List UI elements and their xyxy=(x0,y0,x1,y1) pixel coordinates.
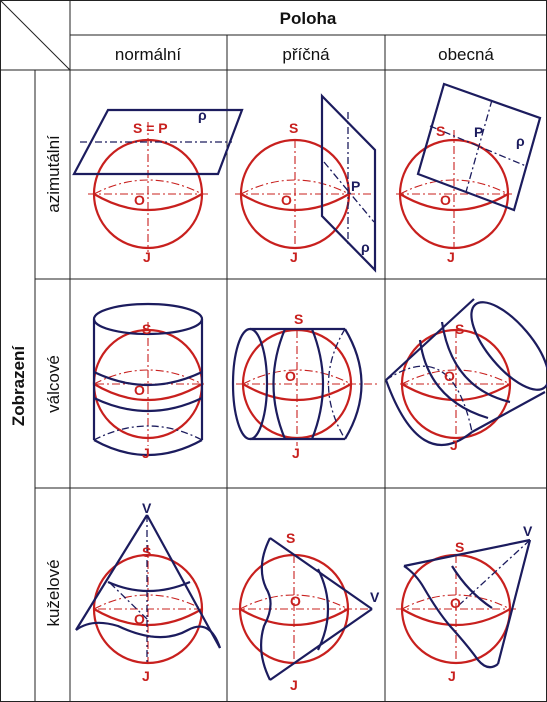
label-apex: V xyxy=(523,523,533,539)
label-north: S xyxy=(142,544,151,560)
label-center: O xyxy=(281,192,292,208)
label-north: S xyxy=(289,120,298,136)
label-south: J xyxy=(447,249,455,265)
label-south: J xyxy=(290,677,298,693)
label-plane: ρ xyxy=(516,133,525,149)
label-point: P xyxy=(351,178,360,194)
label-north: S xyxy=(286,530,295,546)
side-group-label: Zobrazení xyxy=(9,345,28,427)
label-south: J xyxy=(143,249,151,265)
label-point: P xyxy=(474,124,483,140)
column-header-oblique: obecná xyxy=(438,45,494,64)
column-header-transverse: příčná xyxy=(282,45,330,64)
label-center: O xyxy=(134,611,145,627)
diagram-conical-normal: V S O J xyxy=(75,500,222,684)
diagram-azimuthal-oblique: S P ρ O J xyxy=(396,82,542,265)
label-south: J xyxy=(292,445,300,461)
label-apex: V xyxy=(370,589,380,605)
label-center: O xyxy=(134,382,145,398)
label-plane: ρ xyxy=(198,107,207,123)
row-header-azimuthal: azimutální xyxy=(44,135,63,213)
header-group-label: Poloha xyxy=(280,9,337,28)
label-north: S xyxy=(294,311,303,327)
label-south: J xyxy=(142,668,150,684)
label-north: S xyxy=(436,123,445,139)
label-center: O xyxy=(285,368,296,384)
diagram-cylindrical-normal: S O J xyxy=(92,302,204,461)
diagram-cylindrical-oblique: S O J xyxy=(384,298,547,453)
label-south: J xyxy=(142,445,150,461)
label-north: S xyxy=(455,539,464,555)
diagram-azimuthal-normal: S = P ρ O J xyxy=(72,107,244,265)
diagram-conical-oblique: V S O J xyxy=(396,523,533,684)
label-north: S xyxy=(455,321,464,337)
column-header-normal: normální xyxy=(115,45,181,64)
row-header-cylindrical: válcové xyxy=(44,355,63,413)
label-plane: ρ xyxy=(361,239,370,255)
label-north: S xyxy=(142,321,151,337)
label-center: O xyxy=(440,192,451,208)
label-apex: V xyxy=(142,500,152,516)
diagram-conical-transverse: S V O J xyxy=(232,530,380,693)
label-south: J xyxy=(290,249,298,265)
label-center: O xyxy=(444,368,455,384)
row-header-conical: kuželové xyxy=(44,559,63,626)
label-center: O xyxy=(450,595,461,611)
diagram-cylindrical-transverse: S O J xyxy=(231,311,380,461)
label-center: O xyxy=(134,192,145,208)
label-south: J xyxy=(450,437,458,453)
label-center: O xyxy=(290,593,301,609)
diagram-azimuthal-transverse: S P ρ O J xyxy=(235,93,377,273)
label-south: J xyxy=(448,668,456,684)
label-north-equals-p: S = P xyxy=(133,120,168,136)
